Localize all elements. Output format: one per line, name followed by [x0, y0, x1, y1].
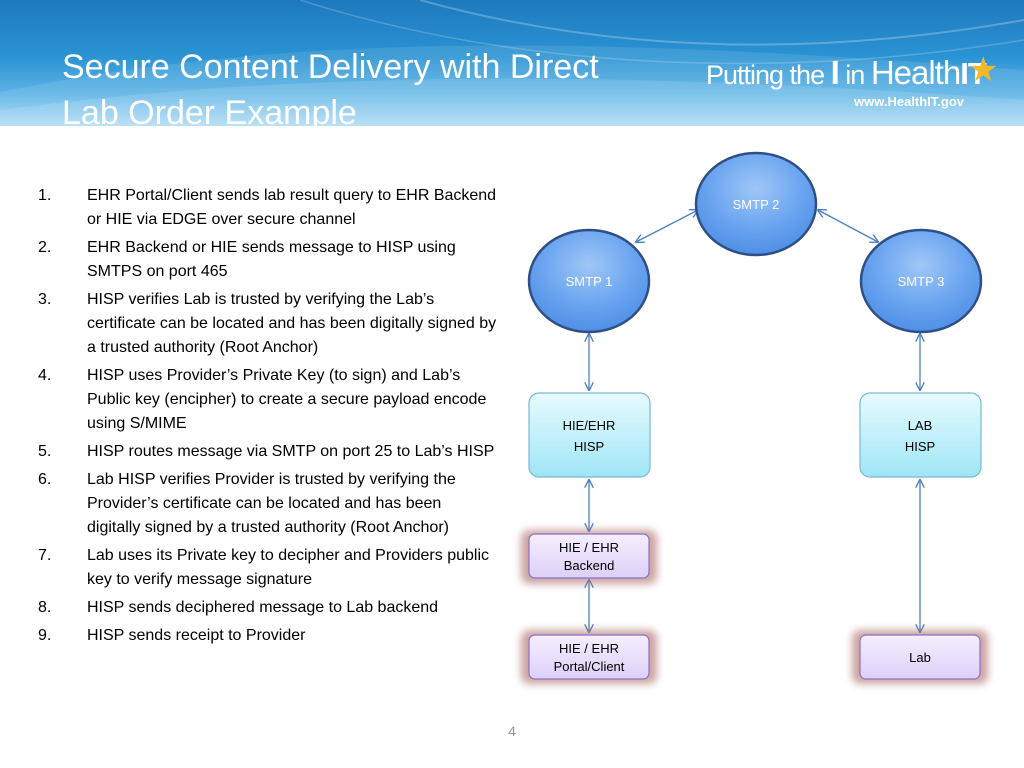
step-number: 3.: [38, 291, 52, 308]
hie-ehr-backend-node: HIE / EHR Backend: [521, 530, 657, 584]
logo-text-5: IT: [960, 56, 987, 91]
step-text: HISP sends deciphered message to Lab bac…: [87, 599, 439, 616]
logo-text-2: I: [830, 54, 840, 91]
smtp3-node: SMTP 3: [859, 228, 983, 334]
hie-ehr-hisp-label-1: HIE/EHR: [563, 418, 616, 433]
smtp1-label: SMTP 1: [566, 274, 613, 289]
step-number: 7.: [38, 547, 52, 564]
smtp3-circle: [859, 228, 983, 334]
logo-text-1: Putting the: [706, 60, 831, 90]
slide-title: Secure Content Delivery with Direct Lab …: [62, 44, 682, 126]
lab-label: Lab: [909, 650, 931, 665]
header-swoosh-decoration: [0, 0, 1024, 126]
step-number: 9.: [38, 627, 52, 644]
step-number: 4.: [38, 367, 52, 384]
smtp1-node: SMTP 1: [527, 228, 651, 334]
healthit-logo: Putting the I in HealthIT ★ www.HealthIT…: [706, 50, 1006, 114]
smtp1-circle: [527, 228, 651, 334]
hie-ehr-hisp-node: HIE/EHR HISP: [528, 392, 651, 478]
lab-hisp-label-1: LAB: [908, 418, 933, 433]
connector-smtp2-smtp3: [818, 210, 878, 242]
hie-ehr-backend-label-2: Backend: [564, 558, 615, 573]
page-number: 4: [508, 723, 516, 739]
star-icon: ★: [968, 51, 999, 89]
hie-ehr-backend-box: [528, 533, 650, 579]
step-text: EHR Portal/Client sends lab result query…: [87, 187, 497, 228]
step-item: 2. EHR Backend or HIE sends message to HI…: [38, 236, 498, 284]
lab-node: Lab: [852, 630, 988, 684]
step-text: Lab uses its Private key to decipher and…: [87, 547, 489, 588]
step-item: 7. Lab uses its Private key to decipher a…: [38, 544, 498, 592]
hie-ehr-portal-node: HIE / EHR Portal/Client: [521, 630, 657, 684]
header-banner: Secure Content Delivery with Direct Lab …: [0, 0, 1024, 126]
lab-hisp-node: LAB HISP: [859, 392, 982, 478]
lab-hisp-box: [859, 392, 982, 478]
slide-title-line-2: Lab Order Example: [62, 94, 357, 126]
smtp2-label: SMTP 2: [733, 197, 780, 212]
logo-text-3: in: [838, 60, 871, 90]
step-text: HISP sends receipt to Provider: [87, 627, 306, 644]
hie-ehr-portal-box: [528, 634, 650, 680]
step-item: 3. HISP verifies Lab is trusted by verify…: [38, 288, 498, 360]
step-item: 1. EHR Portal/Client sends lab result que…: [38, 184, 498, 232]
step-text: HISP verifies Lab is trusted by verifyin…: [87, 291, 497, 356]
hie-ehr-portal-label-2: Portal/Client: [554, 659, 625, 674]
step-item: 5. HISP routes message via SMTP on port 2…: [38, 440, 498, 464]
step-number: 8.: [38, 599, 52, 616]
flow-diagram: SMTP 2 SMTP 1 SMTP 3 HIE/EHR HISP LAB HI…: [521, 151, 988, 684]
lab-box: [859, 634, 981, 680]
lab-hisp-label-2: HISP: [905, 439, 935, 454]
step-number: 5.: [38, 443, 52, 460]
hie-ehr-portal-label-1: HIE / EHR: [559, 641, 619, 656]
hie-ehr-backend-label-1: HIE / EHR: [559, 540, 619, 555]
step-number: 1.: [38, 187, 52, 204]
step-text: HISP routes message via SMTP on port 25 …: [87, 443, 495, 460]
step-item: 8. HISP sends deciphered message to Lab b…: [38, 596, 498, 620]
smtp3-label: SMTP 3: [898, 274, 945, 289]
connectors: [589, 210, 920, 632]
step-text: HISP uses Provider’s Private Key (to sig…: [87, 367, 487, 432]
hie-ehr-hisp-box: [528, 392, 651, 478]
step-number: 2.: [38, 239, 52, 256]
logo-text-4: Health: [870, 54, 961, 91]
step-item: 4. HISP uses Provider’s Private Key (to s…: [38, 364, 498, 436]
hie-ehr-hisp-label-2: HISP: [574, 439, 604, 454]
step-text: Lab HISP verifies Provider is trusted by…: [87, 471, 456, 536]
steps-list: 1. EHR Portal/Client sends lab result que…: [38, 184, 498, 652]
step-item: 6. Lab HISP verifies Provider is trusted …: [38, 468, 498, 540]
smtp2-node: SMTP 2: [694, 151, 818, 257]
slide-title-line-1: Secure Content Delivery with Direct: [62, 48, 599, 86]
logo-wordmark: Putting the I in HealthIT: [706, 54, 987, 92]
step-item: 9. HISP sends receipt to Provider: [38, 624, 498, 648]
smtp2-circle: [694, 151, 818, 257]
step-text: EHR Backend or HIE sends message to HISP…: [87, 239, 456, 280]
step-number: 6.: [38, 471, 52, 488]
connector-smtp1-smtp2: [636, 210, 698, 242]
logo-url: www.HealthIT.gov: [854, 94, 965, 109]
